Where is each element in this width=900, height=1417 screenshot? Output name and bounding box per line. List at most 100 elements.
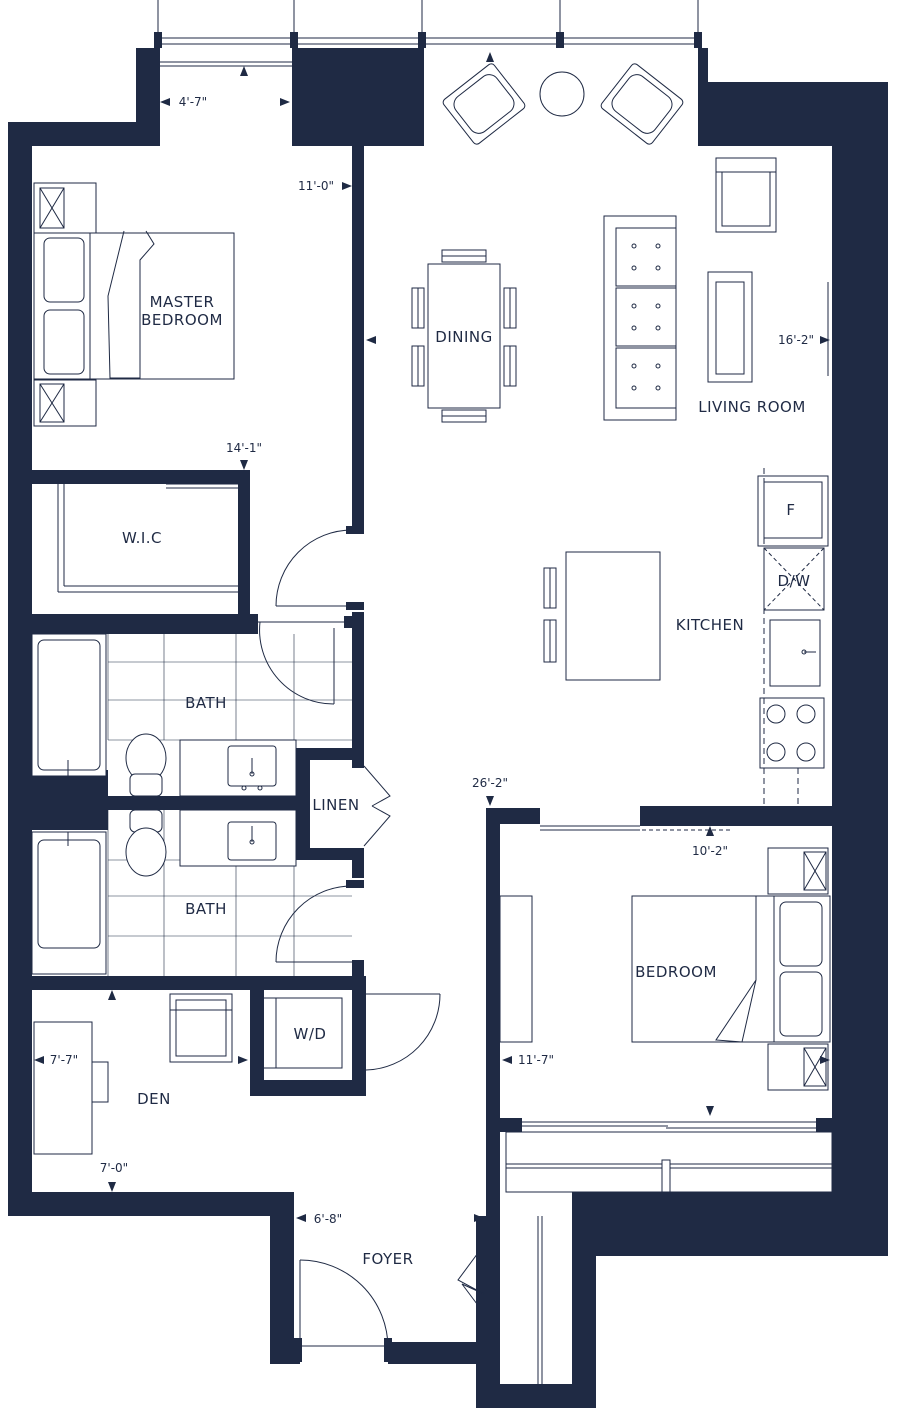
label-bedroom: BEDROOM bbox=[635, 963, 717, 981]
wall-foyer-bottom-right bbox=[388, 1342, 498, 1364]
foyer-closet-doors[interactable] bbox=[457, 1228, 498, 1330]
wall-foyer-bottom bbox=[270, 1342, 300, 1364]
wall-right-exterior bbox=[832, 82, 888, 1256]
label-dining: DINING bbox=[435, 328, 492, 346]
wall-left-exterior bbox=[8, 122, 32, 1216]
balcony-furniture bbox=[442, 63, 684, 145]
dining-set bbox=[411, 249, 517, 423]
wall-linen-bottom bbox=[296, 848, 364, 860]
label-wic: W.I.C bbox=[122, 529, 162, 547]
label-foyer: FOYER bbox=[362, 1250, 413, 1268]
bedroom-dresser bbox=[499, 895, 533, 1043]
living-furniture bbox=[603, 157, 829, 421]
label-wd: W/D bbox=[294, 1025, 327, 1043]
label-master-bedroom-line1: MASTER bbox=[150, 293, 215, 311]
wall-master-right bbox=[352, 146, 364, 526]
wall-wd-bottom bbox=[250, 1080, 366, 1096]
kitchen-fixtures bbox=[543, 468, 829, 806]
cooktop bbox=[759, 697, 825, 769]
label-bath-lower: BATH bbox=[185, 900, 227, 918]
wall-balcony-left bbox=[136, 48, 160, 146]
label-bath-upper: BATH bbox=[185, 694, 227, 712]
wd-closet bbox=[264, 988, 441, 1071]
upper-bath bbox=[31, 621, 352, 797]
linen-doors[interactable] bbox=[363, 765, 391, 847]
lower-bath bbox=[31, 809, 364, 976]
bedroom-furniture bbox=[499, 825, 833, 1193]
dim-bedroom-width: 11'-7" bbox=[518, 1053, 554, 1067]
dim-balcony-width: 4'-7" bbox=[179, 95, 207, 109]
dim-foyer-width: 6'-8" bbox=[314, 1212, 342, 1226]
wall-bedroom-bottom-r bbox=[816, 1118, 832, 1132]
wall-lower-bath-bottom bbox=[32, 976, 366, 990]
lower-toilet bbox=[125, 809, 167, 877]
dim-master-bedroom-depth: 14'-1" bbox=[226, 441, 262, 455]
lower-bath-tiles bbox=[107, 810, 352, 976]
dining-table bbox=[427, 263, 501, 409]
balcony bbox=[154, 0, 702, 76]
label-fridge: F bbox=[786, 501, 795, 519]
master-bedroom-door[interactable] bbox=[275, 526, 364, 610]
upper-bathtub bbox=[31, 633, 107, 777]
master-bed bbox=[33, 232, 235, 380]
wd-door[interactable] bbox=[365, 993, 441, 1071]
lower-bathtub bbox=[31, 831, 107, 975]
walls bbox=[8, 48, 888, 1408]
wall-wic-right bbox=[238, 470, 250, 620]
wall-bottom-right bbox=[572, 1192, 888, 1256]
fridge bbox=[757, 475, 829, 547]
wic-shelving bbox=[57, 483, 238, 593]
living-armchair bbox=[715, 157, 777, 233]
wall-linen-right-top bbox=[352, 748, 364, 768]
foyer-fixtures bbox=[294, 1216, 543, 1384]
balcony-chair-left bbox=[442, 63, 526, 145]
wall-bedroom-top-right bbox=[640, 806, 832, 826]
label-kitchen: KITCHEN bbox=[676, 616, 745, 634]
wall-foyer-left bbox=[270, 1192, 294, 1364]
dim-master-bedroom-width: 11'-0" bbox=[298, 179, 334, 193]
dim-den-depth: 7'-0" bbox=[100, 1161, 128, 1175]
balcony-table bbox=[539, 71, 585, 117]
upper-vanity bbox=[179, 739, 297, 797]
wall-linen-top bbox=[296, 748, 364, 760]
dim-bedroom-depth: 10'-2" bbox=[692, 844, 728, 858]
wall-master-bottom bbox=[32, 470, 250, 484]
upper-bath-door[interactable] bbox=[259, 621, 335, 705]
upper-toilet bbox=[125, 733, 167, 797]
label-linen: LINEN bbox=[312, 796, 359, 814]
kitchen-sink bbox=[769, 619, 821, 687]
wall-wd-right bbox=[352, 988, 366, 1096]
wall-bath-right bbox=[352, 612, 364, 752]
washer-dryer bbox=[275, 997, 343, 1069]
wall-between-baths-left bbox=[32, 770, 108, 830]
lower-bath-door[interactable] bbox=[275, 885, 353, 963]
wall-closet-right bbox=[476, 1216, 500, 1408]
balcony-chair-right bbox=[600, 63, 684, 145]
dim-living-depth: 26'-2" bbox=[472, 776, 508, 790]
nightstand-top bbox=[33, 182, 97, 234]
wall-linen-right-bottom bbox=[352, 848, 364, 878]
dimension-labels: 4'-7" 11'-0" 14'-1" 16'-2" 26'-2" 10'-2"… bbox=[50, 95, 814, 1226]
den-furniture bbox=[33, 993, 233, 1155]
wall-linen-left bbox=[296, 748, 310, 860]
dim-den-width: 7'-7" bbox=[50, 1053, 78, 1067]
sofa bbox=[603, 215, 677, 421]
label-dishwasher: D/W bbox=[778, 572, 811, 590]
kitchen-island bbox=[565, 551, 661, 681]
label-living-room: LIVING ROOM bbox=[698, 398, 806, 416]
bedroom-nightstand-bottom bbox=[767, 1043, 829, 1091]
wall-bedroom-top-left bbox=[486, 808, 540, 824]
dimension-arrows bbox=[34, 98, 830, 1222]
coffee-table bbox=[707, 271, 753, 383]
wall-bottom-left bbox=[8, 1192, 292, 1216]
dim-living-width: 16'-2" bbox=[778, 333, 814, 347]
room-labels: MASTER BEDROOM W.I.C DINING LIVING ROOM … bbox=[122, 293, 810, 1268]
master-bedroom-furniture bbox=[33, 182, 235, 427]
wall-wic-bottom bbox=[32, 614, 258, 634]
den-armchair bbox=[169, 993, 233, 1063]
wall-top-middle-block bbox=[292, 48, 424, 146]
den-desk bbox=[33, 1021, 93, 1155]
entry-door[interactable] bbox=[299, 1259, 389, 1349]
wall-bath-door-jamb bbox=[344, 616, 364, 628]
